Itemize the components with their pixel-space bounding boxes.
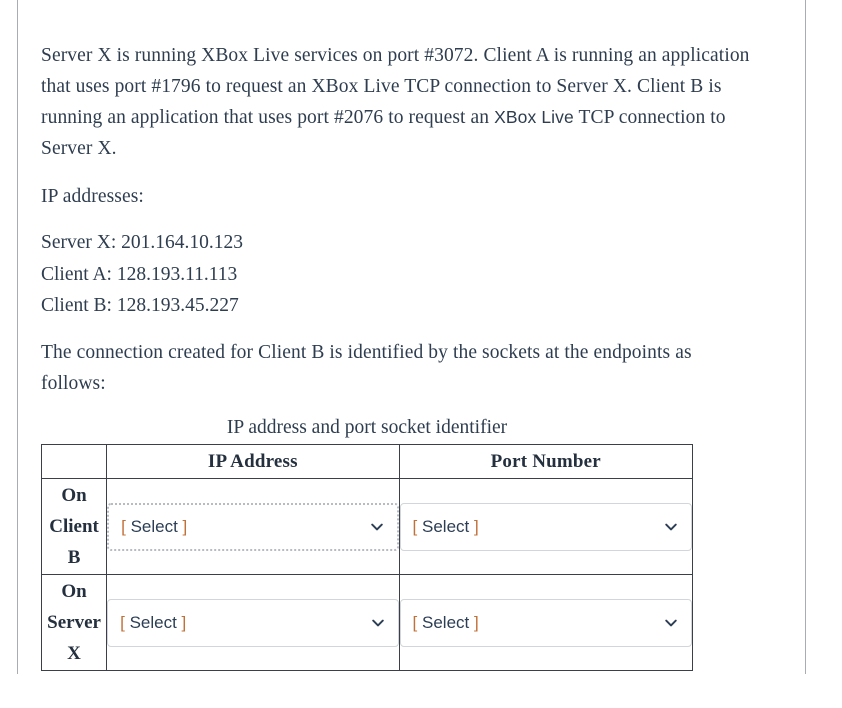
- select-label-text: Select: [129, 612, 177, 632]
- intro-text-part-c: TCP connection to Server X.: [41, 107, 726, 159]
- sockets-description-paragraph: The connection created for Client B is i…: [41, 342, 692, 394]
- select-server-x-ip-address-value: [ Select ]: [108, 613, 186, 633]
- select-client-b-ip-address-value: [ Select ]: [109, 517, 187, 537]
- select-label-text: Select: [422, 612, 470, 632]
- select-server-x-ip-address[interactable]: [ Select ]: [107, 598, 399, 647]
- column-header-ip-address: IP Address: [106, 444, 400, 479]
- table-header-row: IP Address Port Number: [40, 444, 694, 479]
- table-corner-cell: [40, 444, 108, 479]
- column-header-port-number: Port Number: [398, 444, 694, 479]
- chevron-down-icon[interactable]: [371, 616, 385, 630]
- row-label-on-server-x: On Server X: [40, 574, 108, 671]
- socket-table-block: IP address and port socket identifier IP…: [40, 415, 694, 671]
- select-close-bracket: ]: [181, 612, 187, 632]
- select-label-text: Select: [422, 516, 470, 536]
- intro-text-part-a: Server X is running XBox Live services o…: [41, 45, 750, 128]
- select-open-bracket: [: [121, 516, 126, 536]
- cell-client-b-ip-address: [ Select ]: [106, 478, 400, 575]
- select-open-bracket: [: [412, 516, 418, 536]
- cell-client-b-port-number: [ Select ]: [398, 478, 694, 575]
- row-label-on-client-b: On Client B: [40, 478, 108, 575]
- page-frame: [17, 0, 806, 674]
- select-close-bracket: ]: [473, 612, 479, 632]
- socket-identifier-table: IP Address Port Number On Client B [ Sel…: [40, 444, 694, 671]
- select-close-bracket: ]: [182, 516, 188, 536]
- select-close-bracket: ]: [473, 516, 479, 536]
- intro-text-xbox-live-sans: XBox Live: [494, 107, 574, 127]
- cell-server-x-port-number: [ Select ]: [398, 574, 694, 671]
- chevron-down-icon[interactable]: [664, 616, 678, 630]
- socket-table-caption: IP address and port socket identifier: [226, 417, 508, 438]
- chevron-down-icon[interactable]: [370, 520, 384, 534]
- select-server-x-port-number-value: [ Select ]: [401, 613, 479, 633]
- select-client-b-ip-address[interactable]: [ Select ]: [107, 502, 399, 551]
- table-row-client-b: On Client B [ Select ]: [40, 478, 694, 575]
- ip-list-item-client-b: Client B: 128.193.45.227: [41, 295, 239, 316]
- ip-list-item-client-a: Client A: 128.193.11.113: [41, 263, 238, 285]
- ip-address-list: Server X: 201.164.10.123 Client A: 128.1…: [41, 227, 243, 322]
- ip-list-item-server-x: Server X: 201.164.10.123: [41, 232, 244, 253]
- select-server-x-port-number[interactable]: [ Select ]: [399, 598, 692, 647]
- select-client-b-port-number[interactable]: [ Select ]: [399, 502, 692, 551]
- table-row-server-x: On Server X [ Select ]: [40, 574, 694, 671]
- select-open-bracket: [: [412, 612, 418, 632]
- select-client-b-port-number-value: [ Select ]: [401, 517, 479, 537]
- ip-addresses-label: IP addresses:: [41, 186, 144, 207]
- select-open-bracket: [: [120, 612, 125, 632]
- select-label-text: Select: [130, 516, 178, 536]
- cell-server-x-ip-address: [ Select ]: [106, 574, 400, 671]
- chevron-down-icon[interactable]: [664, 520, 678, 534]
- intro-paragraph: Server X is running XBox Live services o…: [41, 40, 773, 164]
